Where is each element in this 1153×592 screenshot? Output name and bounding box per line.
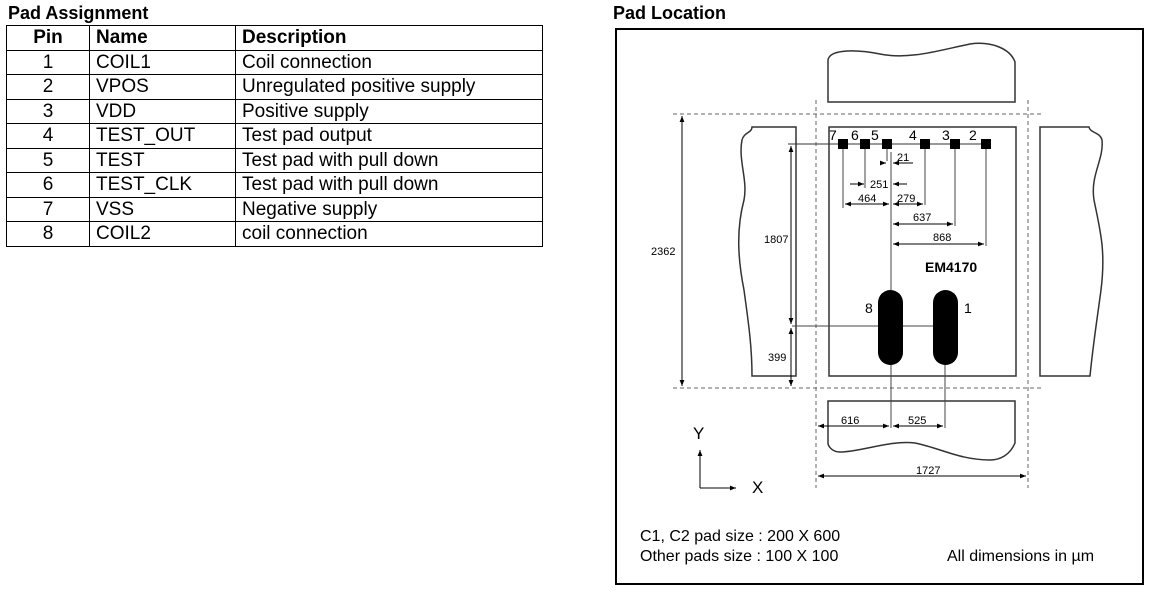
pin-cell: 3 (6, 98, 90, 124)
pad-label-4: 4 (909, 127, 917, 143)
pad-label-3: 3 (942, 127, 950, 143)
dim-pad3: 637 (913, 212, 931, 224)
pad-6 (860, 139, 870, 149)
pad-label-7: 7 (829, 127, 837, 143)
axes-indicator (697, 450, 736, 491)
dim-coil2-to-coil1: 525 (908, 415, 926, 427)
description-cell: Negative supply (235, 196, 543, 222)
name-cell: VSS (89, 196, 236, 222)
coil-label-1: 1 (964, 300, 972, 316)
neighbor-die-left (738, 126, 797, 377)
chip-outline (828, 126, 1017, 377)
guide-lines (673, 100, 1041, 488)
pad-assignment-title: Pad Assignment (8, 3, 149, 23)
name-cell: COIL2 (89, 221, 236, 247)
pin-cell: 5 (6, 147, 90, 173)
column-header-description: Description (235, 25, 543, 51)
dim-pad-to-coil: 1807 (764, 234, 788, 246)
pad-location-title: Pad Location (613, 3, 727, 23)
pin-cell: 7 (6, 196, 90, 222)
pad-label-6: 6 (851, 127, 859, 143)
name-cell: VPOS (89, 74, 236, 100)
coil-pad-1 (933, 290, 958, 365)
name-cell: TEST_OUT (89, 123, 236, 149)
dim-pad5-offset: 21 (897, 152, 909, 164)
dim-left-to-coil2: 616 (841, 415, 859, 427)
dim-chip-height: 2362 (651, 246, 675, 258)
column-header-pin: Pin (6, 25, 90, 51)
other-pad-size-note: Other pads size : 100 X 100 (640, 548, 838, 565)
dim-chip-width: 1727 (916, 465, 940, 477)
dim-pad7: 464 (858, 193, 876, 205)
neighbor-die-top (827, 42, 1016, 103)
name-cell: VDD (89, 98, 236, 124)
pad-4 (920, 139, 930, 149)
pad-7 (838, 139, 848, 149)
table-header-row: Pin Name Description (6, 25, 543, 51)
column-header-name: Name (89, 25, 236, 51)
dim-pad2: 868 (933, 232, 951, 244)
description-cell: Coil connection (235, 49, 543, 75)
pad-leader-lines (792, 144, 987, 428)
axis-x-label: X (752, 478, 763, 497)
pin-cell: 8 (6, 221, 90, 247)
pad-label-5: 5 (871, 127, 879, 143)
description-cell: Test pad with pull down (235, 172, 543, 198)
pad-label-2: 2 (969, 127, 977, 143)
neighbor-die-right (1039, 126, 1104, 377)
units-note: All dimensions in µm (947, 548, 1094, 565)
neighbor-die-bottom (827, 400, 1016, 461)
description-cell: coil connection (235, 221, 543, 247)
dim-pad6: 251 (870, 179, 888, 191)
pad-2 (981, 139, 991, 149)
name-cell: COIL1 (89, 49, 236, 75)
coil-pad-8 (878, 290, 903, 365)
axis-y-label: Y (693, 424, 704, 443)
diagram-frame (615, 28, 1144, 585)
coil-pad-size-note: C1, C2 pad size : 200 X 600 (640, 528, 840, 545)
pad-3 (950, 139, 960, 149)
coil-label-8: 8 (865, 300, 873, 316)
pin-cell: 6 (6, 172, 90, 198)
dim-pad4: 279 (897, 193, 915, 205)
dim-coil-to-bottom: 399 (768, 352, 786, 364)
description-cell: Test pad output (235, 123, 543, 149)
pad-5 (882, 139, 892, 149)
description-cell: Unregulated positive supply (235, 74, 543, 100)
description-cell: Positive supply (235, 98, 543, 124)
pin-cell: 2 (6, 74, 90, 100)
chip-label: EM4170 (925, 259, 977, 275)
